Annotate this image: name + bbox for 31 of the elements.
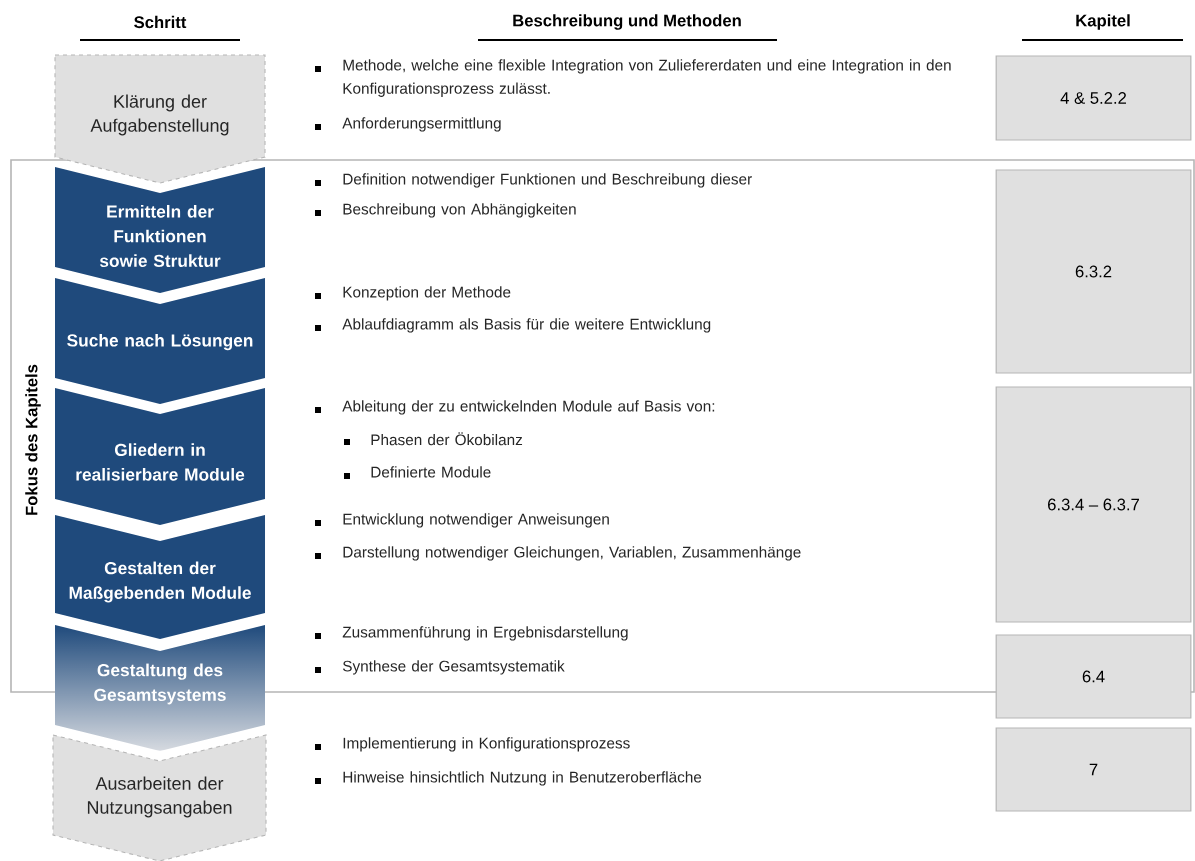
bullet-item: Methode, welche eine flexible Integration von Zuliefererdaten und eine Integration in den Konfigurationsprozess zulässt.	[315, 59, 951, 97]
bullet-item: Entwicklung notwendiger Anweisungen	[315, 513, 609, 528]
bullet-item: Synthese der Gesamtsystematik	[315, 660, 565, 675]
chapter-box: 7	[995, 727, 1192, 812]
chevron-step: Gestalten der Maßgebenden Module	[55, 515, 265, 639]
bullet-item: Zusammenführung in Ergebnisdarstellung	[315, 626, 628, 641]
column-header: Kapitel	[1022, 14, 1183, 42]
node-label: Suche nach Lösungen	[67, 333, 253, 351]
chevron-step: Ausarbeiten der Nutzungsangaben	[52, 734, 267, 861]
bullet-item: Beschreibung von Abhängigkeiten	[315, 203, 576, 218]
bullet-item: Phasen der Ökobilanz	[344, 432, 523, 446]
chevron-step: Suche nach Lösungen	[55, 278, 265, 404]
chapter-box: 6.3.2	[995, 169, 1192, 374]
bullet-item: Definierte Module	[344, 466, 491, 479]
bullet-item: Implementierung in Konfigurationsprozess	[315, 737, 630, 752]
column-header: Beschreibung und Methoden	[478, 14, 777, 42]
bullet-item: Definition notwendiger Funktionen und Beschreibung dieser	[315, 173, 752, 188]
bullet-item: Konzeption der Methode	[315, 286, 511, 301]
chevron-step: Ermitteln der Funktionen sowie Struktur	[55, 167, 265, 293]
bullet-item: Darstellung notwendiger Gleichungen, Variablen, Zusammenhänge	[315, 546, 801, 561]
bullet-item: Anforderungsermittlung	[315, 117, 501, 132]
bullet-item: Ableitung der zu entwickelnden Module auf Basis von:	[315, 400, 715, 415]
chevron-step: Klärung der Aufgabenstellung	[54, 54, 266, 184]
node-label: Gliedern in realisierbare Module	[76, 443, 245, 481]
column-header: Schritt	[80, 15, 240, 42]
bullet-item: Hinweise hinsichtlich Nutzung in Benutzeroberfläche	[315, 771, 702, 786]
bullet-item: Ablaufdiagramm als Basis für die weitere Entwicklung	[315, 318, 711, 333]
chapter-box: 4 & 5.2.2	[995, 55, 1192, 141]
chevron-step: Gliedern in realisierbare Module	[55, 388, 265, 525]
chapter-box: 6.3.4 – 6.3.7	[995, 386, 1192, 623]
chapter-box: 6.4	[995, 634, 1192, 719]
